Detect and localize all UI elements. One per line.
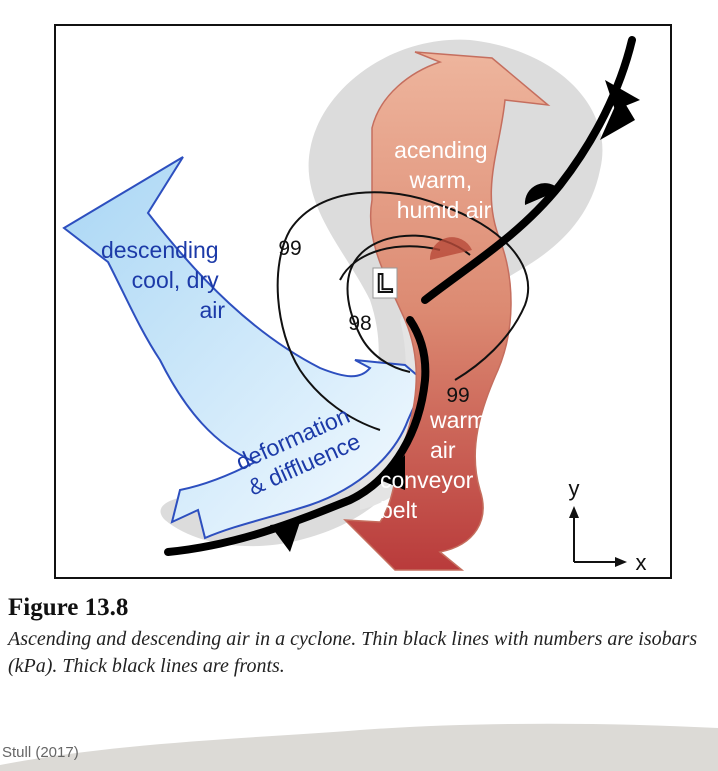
low-marker-box: [372, 267, 398, 299]
isobar-label: 99: [278, 237, 301, 260]
figure-caption-text: Ascending and descending air in a cyclon…: [8, 628, 698, 677]
figure-title: Figure 13.8: [8, 594, 129, 621]
isobar-label: 98: [348, 312, 371, 335]
warm-conveyor-belt-arrow: [343, 51, 551, 571]
front-triangle: [600, 95, 635, 140]
warm-conveyor-label-line: belt: [380, 497, 418, 523]
warm-conveyor-label-line: conveyor: [380, 467, 474, 493]
front-triangle: [270, 522, 300, 552]
ascending-air-label-line: warm,: [408, 167, 472, 193]
descending-air-label-line: air: [199, 297, 225, 323]
figure-caption: Figure 13.8 Ascending and descending air…: [8, 594, 708, 680]
descending-air-label-line: descending: [101, 237, 219, 263]
front-triangle: [380, 455, 405, 490]
isobar-99-right: [439, 204, 530, 381]
warm-conveyor-label-line: warm-: [429, 407, 494, 433]
isobar-99-outer: [276, 191, 441, 431]
ascending-air-label-line: acending: [394, 137, 487, 163]
front-semicircle: [524, 183, 560, 205]
descending-air-label-line: cool, dry: [132, 267, 219, 293]
credit-text: Stull (2017): [2, 744, 79, 761]
decorative-brush-stroke: [0, 723, 718, 771]
ascending-air-label-line: humid air: [397, 197, 492, 223]
descending-air-label: descending cool, dry air: [101, 237, 225, 323]
isobar-label: 99: [446, 384, 469, 407]
warm-conveyor-label: warm- air conveyor belt: [380, 407, 500, 523]
isobar-inner-tail: [339, 245, 441, 281]
front-semicircle: [429, 237, 472, 260]
x-axis-label: x: [636, 550, 647, 575]
isobar-98: [346, 234, 471, 373]
cold-front: [164, 316, 430, 556]
x-axis-arrowhead: [615, 557, 627, 567]
descending-cool-air-arrow: [62, 156, 427, 540]
y-axis-label: y: [569, 476, 580, 501]
warm-conveyor-label-line: air: [430, 437, 456, 463]
front-triangle: [605, 80, 640, 110]
ascending-air-label: acending warm, humid air: [394, 137, 494, 223]
y-axis-arrowhead: [569, 506, 579, 518]
low-marker: L: [377, 268, 393, 298]
